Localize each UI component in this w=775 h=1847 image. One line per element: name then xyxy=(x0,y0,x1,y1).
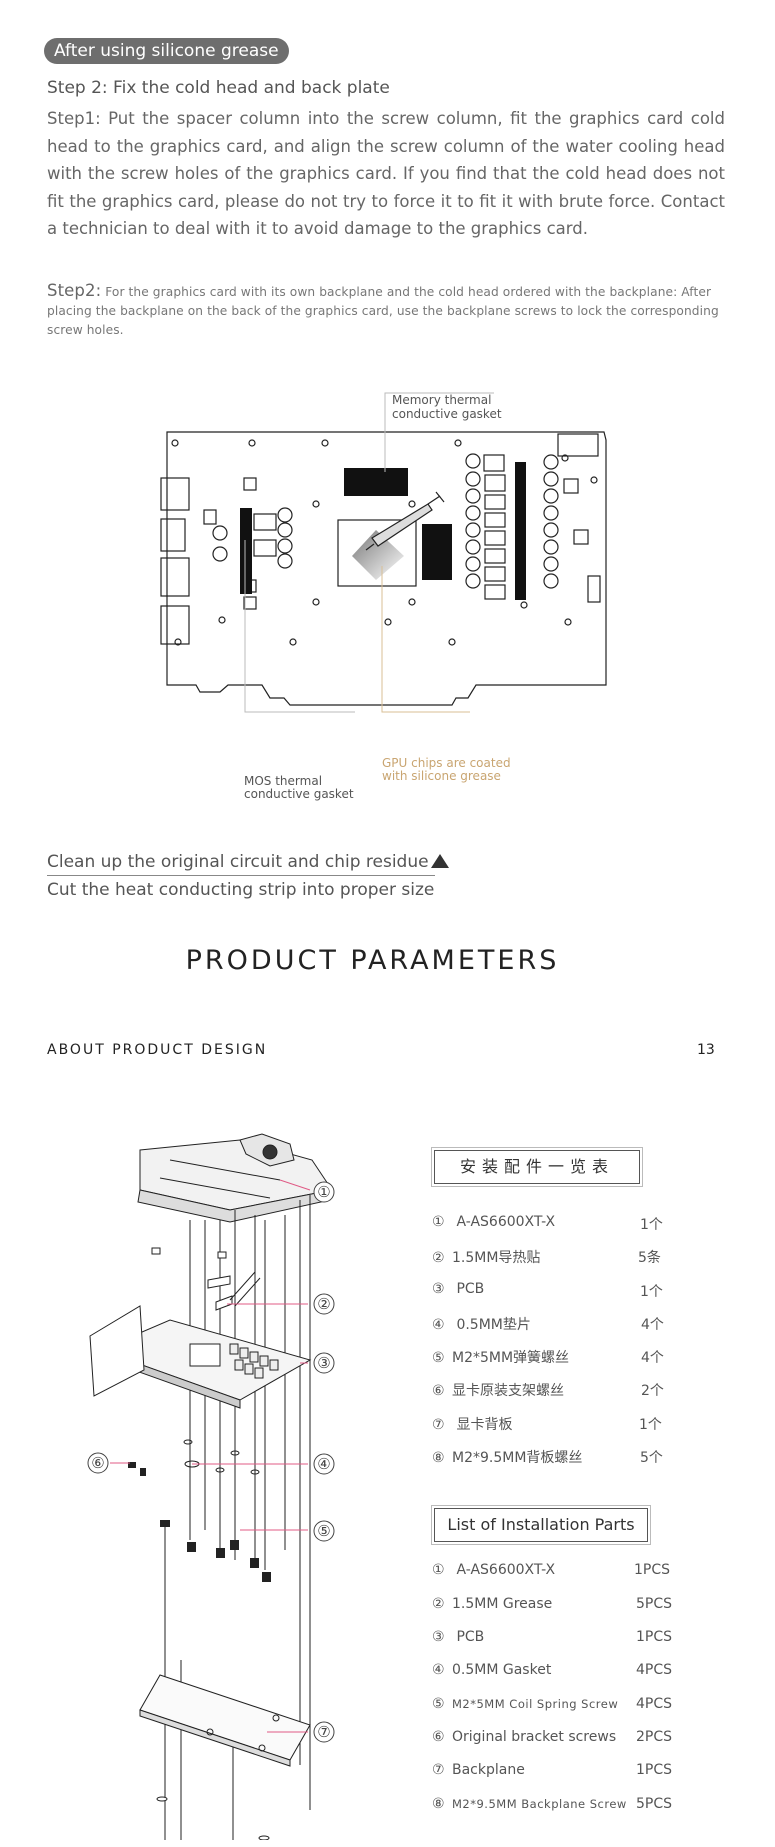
callout-5: ⑤ xyxy=(317,1522,330,1540)
pcb-outline xyxy=(166,431,607,706)
step2-paragraph: Step2: For the graphics card with its ow… xyxy=(47,281,737,340)
clean-text: Clean up the original circuit and chip r… xyxy=(47,852,429,872)
gpu-label-1: GPU chips are coated xyxy=(382,756,511,770)
callout-3: ③ xyxy=(317,1354,330,1372)
page-title: PRODUCT PARAMETERS xyxy=(185,945,560,976)
step-heading: Step 2: Fix the cold head and back plate xyxy=(47,78,390,98)
clean-instruction: Clean up the original circuit and chip r… xyxy=(47,852,449,876)
en-list-title: List of Installation Parts xyxy=(431,1505,651,1545)
callout-2: ② xyxy=(317,1295,330,1313)
step2-body: For the graphics card with its own backp… xyxy=(47,285,719,337)
mos-label-2: conductive gasket xyxy=(244,787,354,801)
memory-label-2: conductive gasket xyxy=(392,407,502,421)
cn-list-title: 安装配件一览表 xyxy=(431,1147,643,1187)
mos-label-1: MOS thermal xyxy=(244,774,322,788)
callout-1: ① xyxy=(317,1183,330,1201)
triangle-icon xyxy=(430,854,449,868)
callout-7: ⑦ xyxy=(317,1723,330,1741)
step2-lead: Step2: xyxy=(47,281,102,300)
step1-paragraph: Step1: Put the spacer column into the sc… xyxy=(47,109,725,238)
section-heading: ABOUT PRODUCT DESIGN xyxy=(47,1042,268,1058)
page-number: 13 xyxy=(697,1042,715,1058)
pcb-diagram: Memory thermal conductive gasket MOS the… xyxy=(160,392,607,801)
gpu-label-2: with silicone grease xyxy=(382,769,501,783)
callout-4: ④ xyxy=(317,1455,330,1473)
cut-instruction: Cut the heat conducting strip into prope… xyxy=(47,880,435,900)
callout-6: ⑥ xyxy=(91,1454,104,1472)
exploded-view-diagram: ① ② ③ ④ ⑤ ⑥ ⑦ ⑧ xyxy=(87,1133,335,1840)
section-pill: After using silicone grease xyxy=(44,38,289,64)
memory-label-1: Memory thermal xyxy=(392,393,491,407)
